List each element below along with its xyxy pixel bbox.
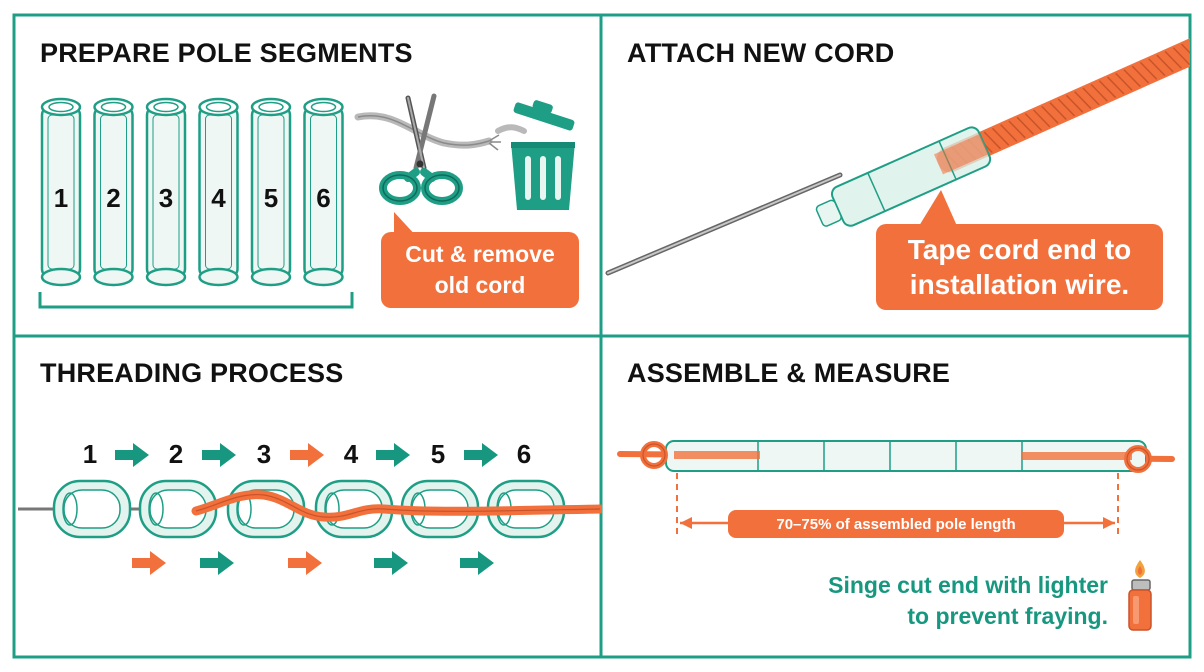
callout-pointer — [919, 190, 957, 226]
callout-line: Cut & remove — [405, 241, 555, 267]
pole-segment: 4 — [198, 97, 239, 287]
lighter-icon — [1128, 560, 1152, 631]
callout-line: installation wire. — [909, 269, 1130, 300]
segment-number: 2 — [106, 183, 120, 213]
arrow-right-icon — [290, 443, 324, 467]
scissors-icon — [379, 93, 463, 205]
callout-pointer — [394, 212, 418, 238]
top-arrows — [115, 443, 498, 467]
arrow-right-icon — [200, 551, 234, 575]
arrow-right-icon — [464, 443, 498, 467]
arrow-right-icon — [132, 551, 166, 575]
step-number: 2 — [169, 439, 183, 469]
arrow-right-icon — [288, 551, 322, 575]
step-number: 5 — [431, 439, 445, 469]
singe-note: Singe cut end with lighter to prevent fr… — [760, 570, 1108, 632]
step-labels: 1 2 3 4 5 6 — [83, 439, 531, 469]
callout-tape-cord: Tape cord end to installation wire. — [876, 224, 1163, 310]
step-number: 1 — [83, 439, 97, 469]
new-cord — [815, 26, 1190, 227]
segment-bracket — [38, 292, 354, 309]
tube-group: 1 2 3 4 5 6 — [40, 97, 344, 287]
measure-label: 70–75% of assembled pole length — [728, 510, 1064, 538]
step-number: 6 — [517, 439, 531, 469]
panel-title-prepare: PREPARE POLE SEGMENTS — [40, 38, 413, 68]
step-number: 4 — [344, 439, 359, 469]
arrow-right-icon — [376, 443, 410, 467]
callout-line: old cord — [434, 272, 526, 298]
arrow-right-icon — [374, 551, 408, 575]
trash-can-icon — [511, 100, 575, 210]
pole-segment: 5 — [250, 97, 292, 287]
assembled-pole-illustration — [617, 440, 1175, 537]
knot-right — [1124, 445, 1152, 473]
panel-title-attach: ATTACH NEW CORD — [627, 38, 895, 68]
attach-cord-illustration — [605, 26, 1190, 276]
note-line: to prevent fraying. — [907, 603, 1108, 629]
knot-left — [640, 441, 668, 469]
step-number: 3 — [257, 439, 271, 469]
segment-number: 1 — [54, 183, 68, 213]
bottom-arrows — [132, 551, 494, 575]
segment-number: 5 — [264, 183, 278, 213]
pole-segment: 2 — [93, 97, 134, 287]
segment-number: 4 — [211, 183, 226, 213]
segment-number: 3 — [159, 183, 173, 213]
callout-cut-remove: Cut & remove old cord — [381, 232, 579, 308]
pole-ring — [52, 479, 132, 539]
threading-illustration: 1 2 3 4 5 6 — [18, 439, 602, 575]
pole-segments-illustration: 1 2 3 4 5 6 — [38, 97, 527, 309]
arrow-right-icon — [460, 551, 494, 575]
pole-segment: 1 — [40, 97, 82, 287]
arrow-right-icon — [202, 443, 236, 467]
segment-number: 6 — [316, 183, 330, 213]
arrow-right-icon — [115, 443, 149, 467]
panel-title-assemble: ASSEMBLE & MEASURE — [627, 358, 951, 388]
note-line: Singe cut end with lighter — [828, 572, 1108, 598]
callout-line: Tape cord end to — [907, 234, 1132, 265]
panel-title-threading: THREADING PROCESS — [40, 358, 344, 388]
pole-segment: 3 — [145, 97, 187, 287]
pole-segment: 6 — [303, 97, 344, 287]
